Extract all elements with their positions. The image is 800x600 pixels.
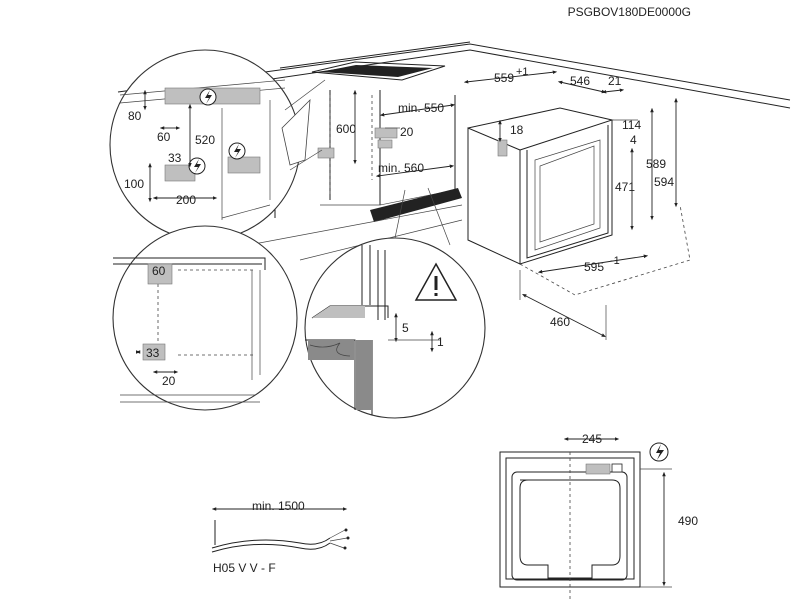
dim-cavity-height: 471 xyxy=(615,180,635,194)
dim-bl-60: 60 xyxy=(152,264,166,278)
dim-200: 200 xyxy=(176,193,196,207)
dim-depth-total: 546 xyxy=(570,74,590,88)
power-cable: min. 1500 H05 V V - F xyxy=(211,499,350,575)
lightning-icon xyxy=(199,88,217,106)
model-code: PSGBOV180DE0000G xyxy=(568,5,691,19)
cable-length-label: min. 1500 xyxy=(252,499,305,513)
oven-body xyxy=(467,107,614,265)
dim-front-depth: 21 xyxy=(608,74,622,88)
warning-triangle-icon xyxy=(414,262,458,301)
cable-type-label: H05 V V - F xyxy=(213,561,276,575)
dim-front-width-sup: -1 xyxy=(610,255,620,267)
dim-niche-height: 600 xyxy=(336,122,356,136)
dim-total-height: 594 xyxy=(654,175,674,189)
dim-niche-width: min. 550 xyxy=(398,101,444,115)
dim-100: 100 xyxy=(124,177,144,191)
dim-center-1: 1 xyxy=(437,335,444,349)
dim-niche-depth: min. 560 xyxy=(378,161,424,175)
dim-door-depth: 460 xyxy=(550,315,570,329)
dim-33: 33 xyxy=(168,151,182,165)
lightning-icon xyxy=(649,442,669,462)
dim-top-gap: 114 xyxy=(622,118,641,132)
dim-niche-gap: 20 xyxy=(400,125,414,139)
dim-oven-width: 559 xyxy=(494,71,514,85)
dim-center-5: 5 xyxy=(402,321,409,335)
oven-rear-view xyxy=(499,442,669,600)
dim-top-small: 4 xyxy=(630,133,637,147)
detail-top-left xyxy=(109,49,301,241)
dim-rear-490: 490 xyxy=(678,514,698,528)
lightning-icon xyxy=(188,157,206,175)
dim-oven-width-sup: +1 xyxy=(516,66,529,78)
lightning-icon xyxy=(228,142,246,160)
dim-520: 520 xyxy=(195,133,215,147)
dim-front-width: 595 xyxy=(584,260,604,274)
dim-60: 60 xyxy=(157,130,171,144)
dim-80: 80 xyxy=(128,109,142,123)
dim-body-height: 589 xyxy=(646,157,666,171)
detail-center xyxy=(304,237,486,419)
dim-rear-245: 245 xyxy=(582,432,602,446)
dim-bl-33: 33 xyxy=(146,346,160,360)
dim-bl-20: 20 xyxy=(162,374,176,388)
dim-top-front: 18 xyxy=(510,123,524,137)
detail-bottom-left xyxy=(112,225,298,411)
